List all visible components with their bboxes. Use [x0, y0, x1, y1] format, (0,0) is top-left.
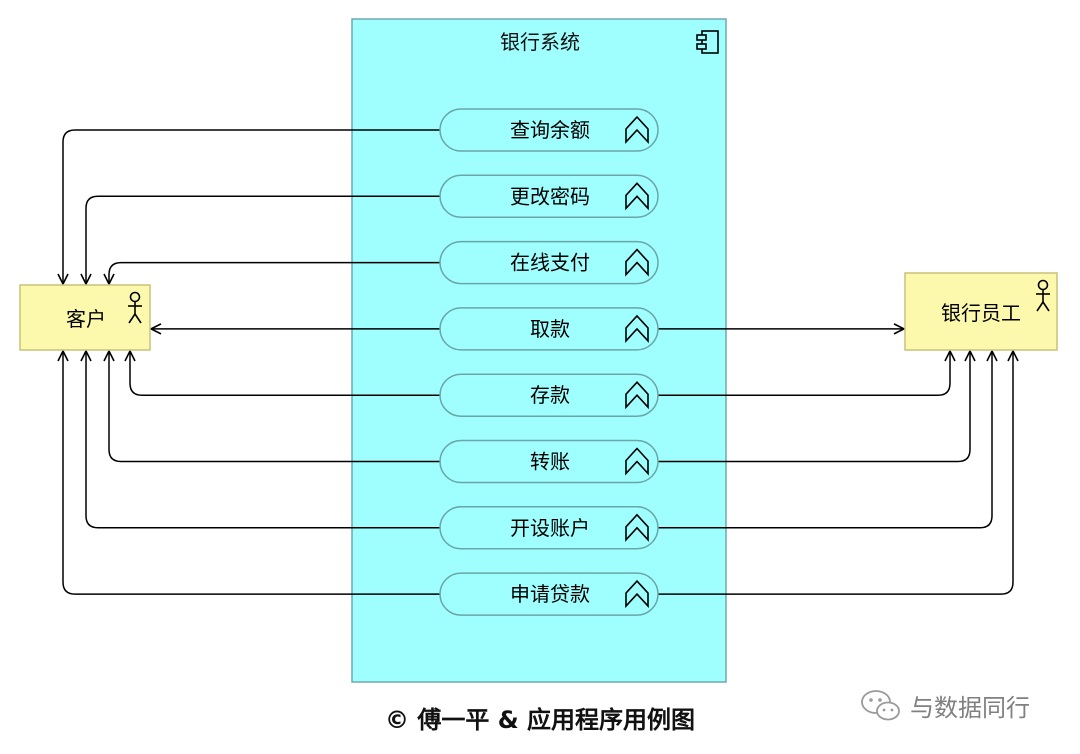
use-case-label: 存款: [530, 383, 570, 407]
use-case-pill: [439, 108, 659, 152]
usecase-icon: [625, 579, 649, 609]
connectors: [63, 129, 1013, 595]
connector-uc7-staff: [658, 351, 992, 529]
use-case-uc5[interactable]: 存款: [439, 373, 659, 417]
use-case-uc6[interactable]: 转账: [439, 439, 659, 484]
use-case-pill: [439, 240, 659, 285]
use-case-pill: [439, 439, 659, 484]
connector-uc7-customer: [86, 351, 440, 529]
usecase-icon: [625, 248, 649, 277]
use-case-uc8[interactable]: 申请贷款: [439, 572, 659, 616]
watermark: 与数据同行: [860, 685, 1060, 725]
use-case-uc7[interactable]: 开设账户: [439, 506, 659, 550]
usecase-icon: [625, 447, 649, 476]
use-case-pill: [439, 572, 659, 616]
actor-staff-label: 银行员工: [941, 301, 1021, 325]
wechat-icon: [861, 690, 900, 721]
watermark-text: 与数据同行: [910, 693, 1030, 722]
usecase-icon: [625, 381, 649, 410]
use-case-pill: [439, 307, 659, 351]
use-case-pill: [439, 506, 659, 550]
figure-caption: © 傅一平 & 应用程序用例图: [385, 706, 695, 734]
connector-uc5-staff: [658, 351, 950, 396]
actor-customer-label: 客户: [66, 307, 106, 331]
actor-icon: [1036, 279, 1050, 312]
system-title: 银行系统: [500, 30, 580, 54]
use-case-label: 在线支付: [510, 251, 590, 275]
use-case-pill: [439, 373, 659, 417]
use-case-label: 申请贷款: [510, 582, 590, 606]
use-case-label: 开设账户: [510, 516, 590, 540]
connector-uc1-customer: [63, 129, 440, 284]
connector-uc8-staff: [658, 351, 1013, 595]
use-case-uc1[interactable]: 查询余额: [439, 108, 659, 152]
use-case-uc4[interactable]: 取款: [439, 307, 659, 351]
usecase-icon: [625, 513, 649, 542]
usecase-icon: [625, 182, 649, 211]
use-case-uc2[interactable]: 更改密码: [439, 174, 659, 219]
actor-staff[interactable]: 银行员工: [904, 272, 1058, 351]
usecase-icon: [625, 115, 649, 145]
connector-uc5-customer: [130, 351, 440, 396]
connector-uc3-customer: [109, 261, 440, 284]
component-icon: [696, 30, 719, 54]
connector-uc6-staff: [658, 351, 970, 463]
use-case-pill: [439, 174, 659, 219]
actor-customer[interactable]: 客户: [19, 284, 151, 351]
connector-uc8-customer: [63, 351, 440, 595]
use-case-label: 取款: [530, 317, 570, 341]
use-case-label: 转账: [530, 450, 570, 474]
actor-icon: [128, 291, 142, 324]
use-case-uc3[interactable]: 在线支付: [439, 240, 659, 285]
usecase-icon: [625, 314, 649, 343]
connector-uc6-customer: [109, 351, 440, 463]
use-case-label: 查询余额: [510, 118, 590, 142]
use-case-label: 更改密码: [510, 184, 590, 208]
connector-uc2-customer: [86, 195, 458, 284]
